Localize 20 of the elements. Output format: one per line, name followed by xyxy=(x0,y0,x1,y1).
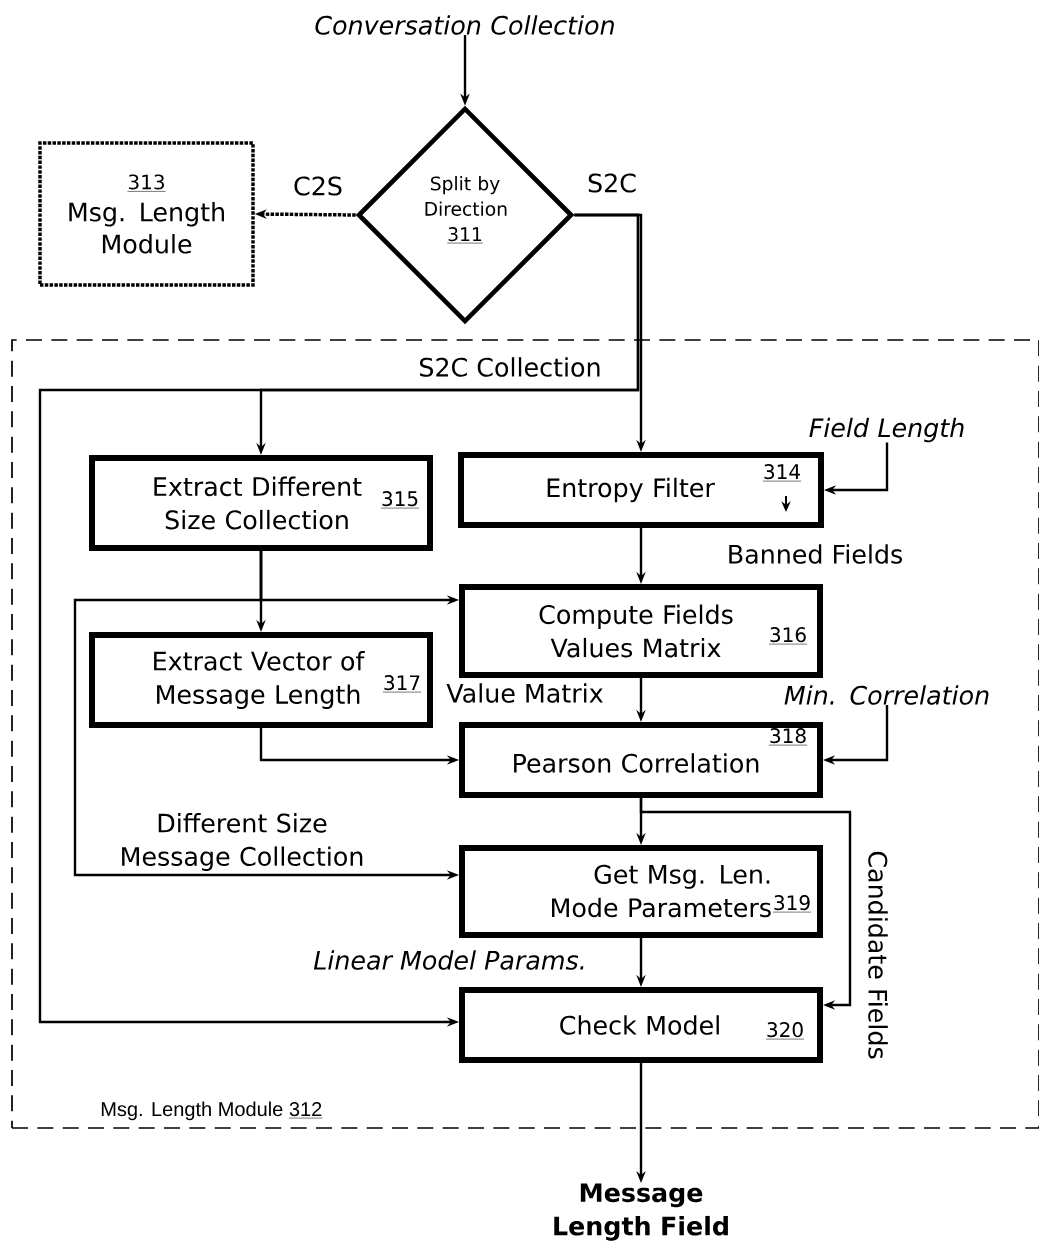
process-box: Extract Different Size Collection 315 xyxy=(89,455,433,551)
process-box: Check Model 320 xyxy=(459,987,823,1063)
arrow xyxy=(639,798,852,1010)
edge-label: C2S xyxy=(291,175,345,197)
edge-label: S2C Collection xyxy=(417,355,603,379)
input-label: Field Length xyxy=(809,417,964,443)
edge-label: Banned Fields xyxy=(725,542,905,566)
edge-label: Linear Model Params. xyxy=(311,948,589,972)
module-box: 313 Msg. Length Module xyxy=(38,141,255,287)
input-label: Min. Correlation xyxy=(784,685,989,705)
edge-label: Value Matrix xyxy=(445,681,606,705)
process-box: Compute Fields Values Matrix 316 xyxy=(459,584,823,678)
edge-label: Different Size Message Collection xyxy=(114,811,370,873)
process-box: Pearson Correlation 318 xyxy=(459,722,823,798)
process-box: Entropy Filter 314 xyxy=(458,452,824,528)
process-box: Extract Vector of Message Length 317 xyxy=(89,632,433,728)
output-label: Message Length Field xyxy=(554,1183,728,1241)
input-label: Conversation Collection xyxy=(315,15,614,35)
edge-label: Candidate Fields xyxy=(866,849,890,1061)
edge-label: S2C xyxy=(585,172,639,194)
